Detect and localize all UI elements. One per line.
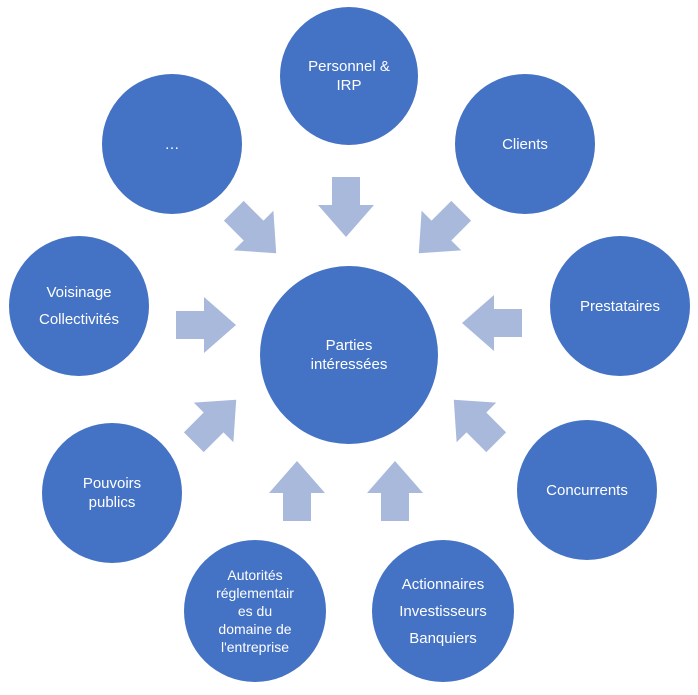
node-line: Prestataires	[579, 297, 661, 315]
arrow-from-etc	[223, 200, 277, 254]
node-line: Actionnaires	[401, 575, 485, 593]
node-clients: Clients	[455, 74, 595, 214]
center-line: intéressées	[310, 356, 388, 373]
node-prestataires: Prestataires	[550, 236, 690, 376]
node-voisinage: Voisinage Collectivités	[9, 236, 149, 376]
node-line: IRP	[336, 77, 362, 94]
arrow-from-clients	[418, 200, 472, 254]
node-autorites: Autorités réglementair es du domaine de …	[184, 540, 326, 682]
center-node: Parties intéressées	[260, 266, 438, 444]
node-line: …	[164, 135, 180, 153]
center-line: Parties	[325, 337, 373, 354]
node-line: l'entreprise	[220, 639, 290, 655]
node-line: Concurrents	[546, 481, 628, 499]
node-etc: …	[102, 74, 242, 214]
node-line: Collectivités	[38, 311, 120, 328]
node-line: publics	[88, 494, 136, 511]
node-line: Clients	[502, 135, 548, 153]
arrow-from-voisinage	[176, 297, 236, 353]
node-line: Banquiers	[409, 629, 477, 647]
node-line: Voisinage	[46, 284, 112, 301]
node-pouvoirs-publics: Pouvoirs publics	[42, 423, 182, 563]
node-line: Pouvoirs	[82, 475, 142, 492]
node-line: es du	[237, 603, 273, 619]
arrow-from-personnel	[318, 177, 374, 237]
node-actionnaires: Actionnaires Investisseurs Banquiers	[372, 540, 514, 682]
arrow-from-pouvoirs-publics	[183, 399, 237, 453]
node-line: Autorités	[227, 567, 283, 583]
arrow-from-concurrents	[453, 399, 507, 453]
arrow-from-actionnaires	[367, 461, 423, 521]
node-line: domaine de	[218, 621, 292, 637]
node-line: Investisseurs	[399, 602, 487, 620]
node-line: réglementair	[216, 585, 294, 601]
arrow-from-autorites	[269, 461, 325, 521]
node-line: Personnel &	[308, 58, 390, 75]
node-concurrents: Concurrents	[517, 420, 657, 560]
arrow-from-prestataires	[462, 295, 522, 351]
node-personnel: Personnel & IRP	[280, 7, 418, 145]
